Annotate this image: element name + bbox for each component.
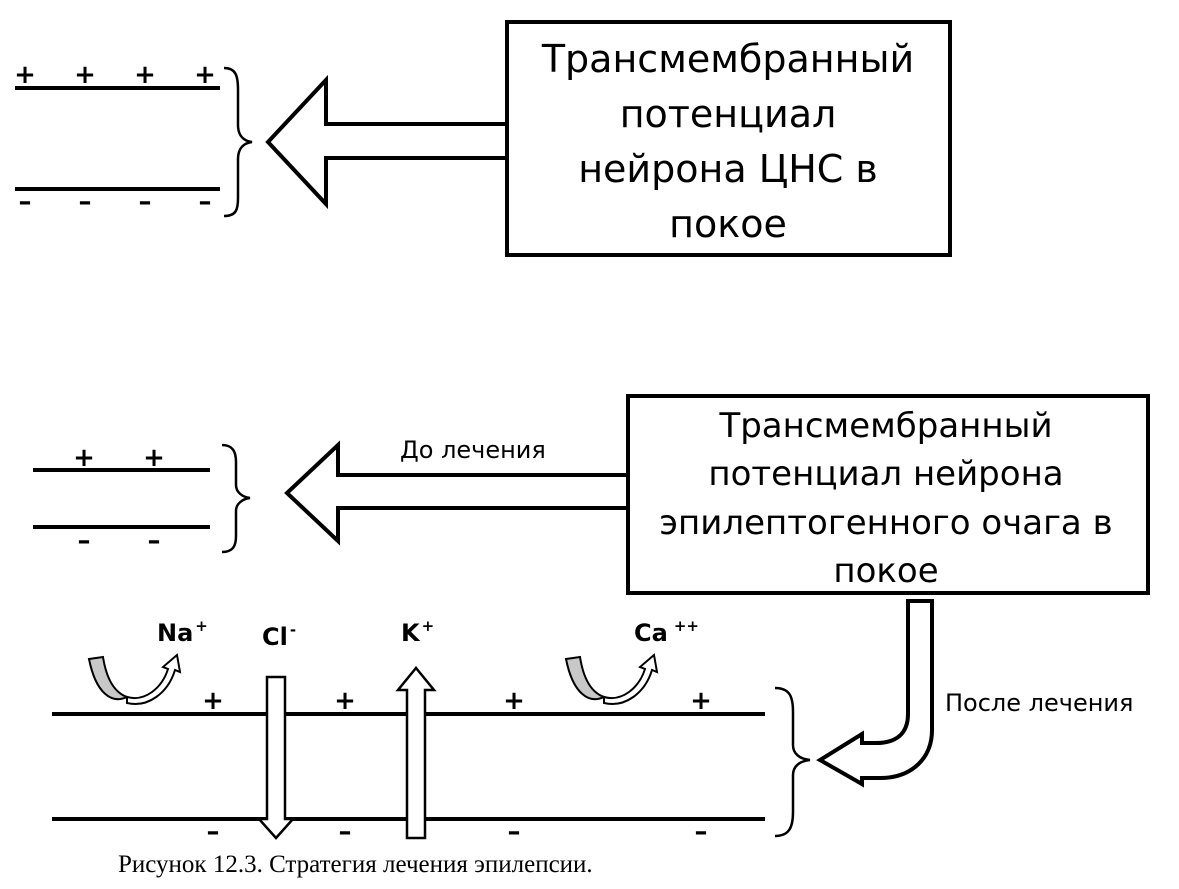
middle-box-line: покое	[833, 551, 938, 591]
bottom-plus-sign: +	[503, 686, 525, 716]
middle-box-line: Трансмембранный	[718, 406, 1052, 446]
middle-section: + + – – До лечения Трансмембранный потен…	[33, 394, 1150, 595]
top-minus-sign: –	[199, 187, 212, 217]
cl-down-arrow-icon	[256, 675, 296, 840]
top-plus-sign: +	[194, 60, 216, 90]
figure-caption: Рисунок 12.3. Стратегия лечения эпилепси…	[118, 851, 593, 878]
bottom-plus-sign: +	[334, 686, 356, 716]
middle-info-box	[626, 394, 1150, 595]
top-info-box	[505, 20, 952, 257]
top-minus-sign: –	[139, 187, 152, 217]
k-ion-label: K+	[401, 617, 434, 647]
middle-minus-sign: –	[78, 526, 91, 556]
middle-minus-sign: –	[148, 526, 161, 556]
na-curve-incoming-icon	[87, 655, 130, 701]
after-treatment-label: После лечения	[945, 689, 1133, 717]
middle-box-line: потенциал нейрона	[708, 454, 1063, 494]
top-plus-sign: +	[74, 60, 96, 90]
top-minus-sign: –	[79, 187, 92, 217]
top-plus-sign: +	[14, 60, 36, 90]
top-box-line: покое	[669, 202, 787, 246]
cl-ion-label: Cl-	[262, 621, 296, 651]
before-treatment-label: До лечения	[400, 436, 546, 464]
top-brace	[223, 66, 253, 218]
na-curve-outgoing-icon	[126, 653, 182, 705]
top-left-arrow	[265, 74, 507, 210]
middle-brace	[221, 443, 251, 554]
ca-curve-outgoing-icon	[603, 653, 659, 705]
middle-box-line: эпилептогенного очага в	[659, 503, 1112, 543]
top-section: + + + + – – – – Трансмембранный потенциа…	[14, 20, 952, 257]
middle-left-arrow	[284, 440, 628, 546]
ca-ion-label: Ca++	[634, 617, 699, 647]
ca-curve-incoming-icon	[564, 655, 607, 701]
bottom-section: После лечения + + + + – – – – Na+ Cl- K+	[52, 599, 1133, 847]
top-minus-sign: –	[19, 187, 32, 217]
bottom-minus-sign: –	[508, 817, 521, 847]
middle-plus-sign: +	[143, 443, 165, 473]
top-box-line: нейрона ЦНС в	[578, 147, 878, 191]
ca-channel-curve-arrow	[564, 653, 659, 705]
top-box-line: Трансмембранный	[541, 37, 914, 81]
na-channel-curve-arrow	[87, 653, 182, 705]
bottom-brace	[774, 686, 811, 838]
k-up-arrow-icon	[395, 666, 437, 840]
bottom-minus-sign: –	[207, 817, 220, 847]
bottom-minus-sign: –	[339, 817, 352, 847]
top-plus-sign: +	[134, 60, 156, 90]
after-treatment-arrow	[816, 599, 934, 788]
bottom-plus-sign: +	[690, 686, 712, 716]
top-box-line: потенциал	[620, 92, 837, 136]
na-ion-label: Na+	[157, 617, 208, 647]
bottom-minus-sign: –	[695, 817, 708, 847]
bottom-plus-sign: +	[202, 686, 224, 716]
middle-plus-sign: +	[73, 443, 95, 473]
